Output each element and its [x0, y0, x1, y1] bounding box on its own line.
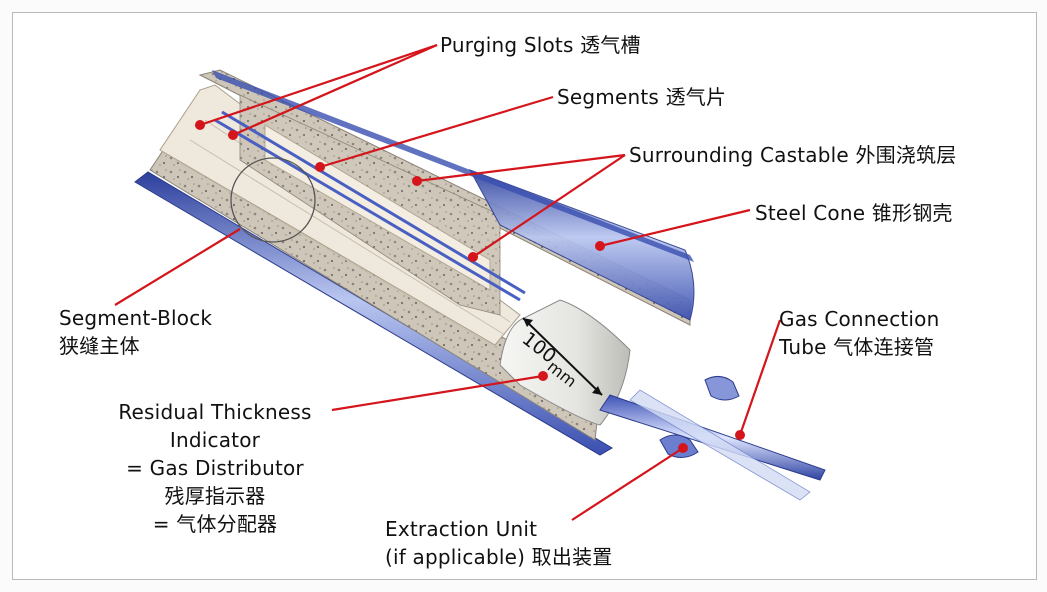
dimension-arrowhead-top [523, 318, 533, 327]
label-steel-cone: Steel Cone 锥形钢壳 [755, 201, 953, 225]
pointer-residual [331, 374, 544, 412]
pointer-segment-block [114, 228, 241, 306]
label-residual-2: Indicator [169, 428, 261, 452]
label-surrounding-castable: Surrounding Castable 外围浇筑层 [629, 143, 957, 167]
pointer-lines [114, 43, 782, 521]
pointer-dots [195, 120, 745, 453]
steel-cone-body [468, 169, 695, 321]
gas-tube-fitting-2 [704, 376, 740, 401]
dot-segments [315, 162, 325, 172]
pointer-extraction [571, 447, 684, 521]
pointer-steel-cone [599, 208, 751, 248]
label-segment-block: Segment-Block [59, 306, 213, 330]
pointer-castable-1 [416, 153, 626, 183]
label-gas-connection-2: Tube 气体连接管 [779, 335, 935, 359]
dot-castable-2 [468, 252, 478, 262]
dot-residual [538, 371, 548, 381]
dot-purging-2 [228, 130, 238, 140]
label-gas-connection: Gas Connection [779, 307, 940, 331]
label-extraction-unit-2: (if applicable) 取出装置 [385, 545, 613, 569]
label-residual-1: Residual Thickness [118, 400, 312, 424]
pointer-segments [319, 95, 554, 169]
gas-tube-inner [629, 389, 811, 501]
purging-slot-lines [214, 110, 526, 302]
label-residual-5: = 气体分配器 [152, 512, 278, 536]
label-residual-4: 残厚指示器 [164, 484, 266, 508]
label-segments: Segments 透气片 [557, 85, 727, 109]
dot-extraction [678, 443, 688, 453]
label-residual-3: = Gas Distributor [126, 456, 304, 480]
pointer-gas-tube [738, 319, 782, 436]
detail-circle [230, 157, 316, 243]
pointer-purging-2 [232, 43, 438, 137]
dimension-arrowhead-bottom [592, 386, 602, 395]
dot-steel-cone [595, 241, 605, 251]
steel-cone-rim [212, 70, 694, 262]
label-segment-block-cn: 狭缝主体 [59, 334, 140, 358]
pointer-castable-2 [472, 154, 626, 258]
dimension-arrow [522, 317, 603, 396]
dot-castable-1 [412, 176, 422, 186]
label-extraction-unit: Extraction Unit [385, 517, 538, 541]
dot-purging-1 [195, 120, 205, 130]
pointer-purging-1 [199, 43, 438, 127]
label-purging-slots: Purging Slots 透气槽 [440, 33, 641, 57]
dot-gas-tube [735, 430, 745, 440]
